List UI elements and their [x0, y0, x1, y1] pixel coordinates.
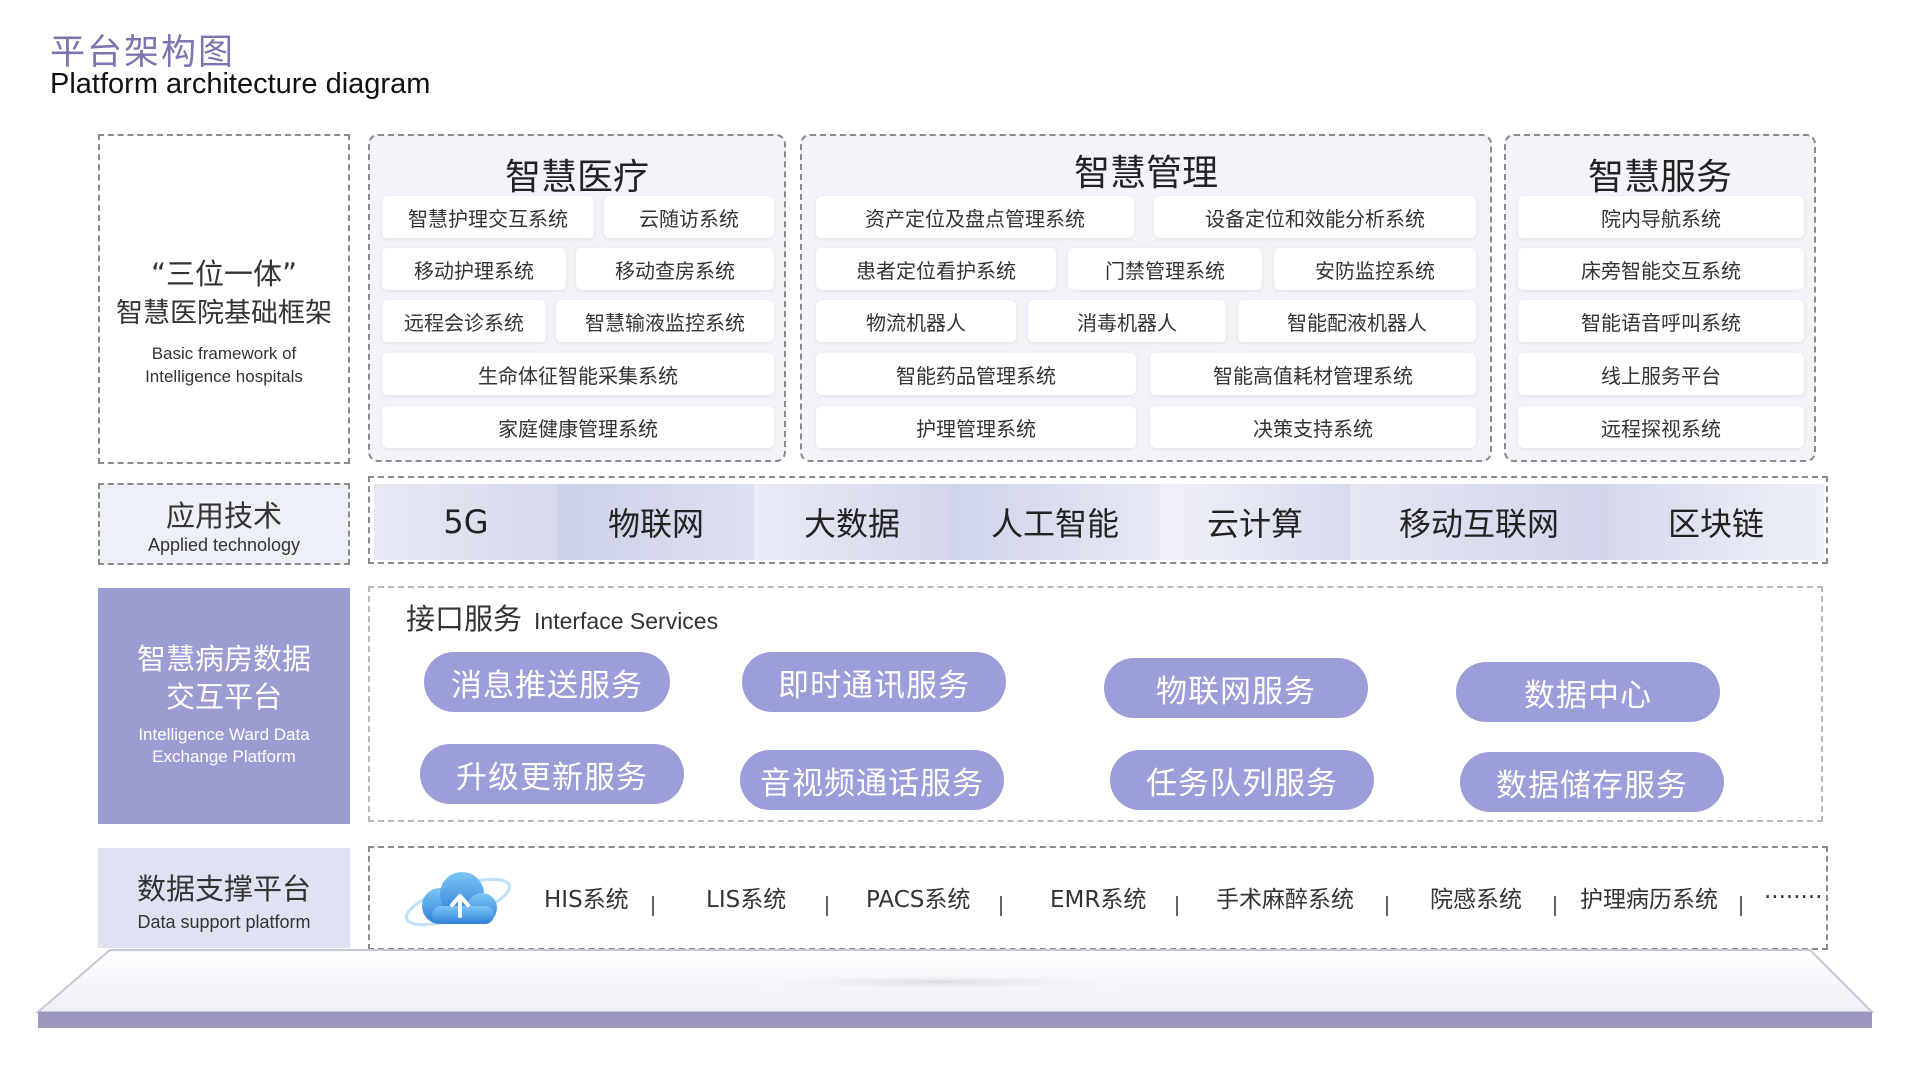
- tech-item: 区块链: [1608, 484, 1824, 560]
- data-system-item: EMR系统: [1050, 887, 1147, 913]
- smart-service-title: 智慧服务: [1587, 157, 1732, 198]
- separator: [1176, 896, 1178, 916]
- data-system-item: 手术麻醉系统: [1216, 887, 1354, 913]
- data-system-item: PACS系统: [866, 887, 971, 913]
- ward-label-en-line2: Exchange Platform: [152, 747, 296, 766]
- service-item: 线上服务平台: [1518, 353, 1804, 395]
- management-item: 门禁管理系统: [1068, 248, 1262, 290]
- data-system-item: 院感系统: [1430, 887, 1522, 913]
- medical-item: 移动查房系统: [576, 248, 774, 290]
- tech-item: 云计算: [1160, 484, 1350, 560]
- smart-medical-panel: 智慧医疗 智慧护理交互系统 云随访系统 移动护理系统 移动查房系统 远程会诊系统…: [368, 134, 786, 462]
- ward-label-en-line1: Intelligence Ward Data: [138, 725, 310, 744]
- separator: [1554, 896, 1556, 916]
- page-subtitle: Platform architecture diagram: [50, 68, 431, 100]
- smart-medical-title: 智慧医疗: [504, 157, 649, 198]
- framework-en-line1: Basic framework of: [151, 344, 297, 363]
- separator: [826, 896, 828, 916]
- interface-title: 接口服务 Interface Services: [406, 596, 718, 638]
- ward-label-cn-line2: 交互平台: [165, 680, 282, 714]
- framework-quote-title: “三位一体”: [150, 257, 298, 291]
- medical-item: 智慧护理交互系统: [382, 196, 594, 238]
- smart-management-title: 智慧管理: [1073, 153, 1218, 194]
- ward-label-cn: 智慧病房数据 交互平台: [98, 640, 350, 716]
- tech-item: 大数据: [754, 484, 950, 560]
- tech-label-cn: 应用技术: [165, 499, 282, 533]
- service-item: 远程探视系统: [1518, 406, 1804, 448]
- management-item: 护理管理系统: [816, 406, 1136, 448]
- framework-en-line2: Intelligence hospitals: [145, 367, 303, 386]
- ward-platform-label: 智慧病房数据 交互平台 Intelligence Ward Data Excha…: [98, 588, 350, 824]
- base-platform: [35, 949, 1875, 1028]
- separator: [1000, 896, 1002, 916]
- data-label-cn: 数据支撑平台: [136, 872, 311, 906]
- data-system-item: 护理病历系统: [1580, 887, 1718, 913]
- data-system-item: HIS系统: [544, 887, 629, 913]
- page-title: 平台架构图: [50, 33, 236, 73]
- medical-item: 移动护理系统: [382, 248, 566, 290]
- management-item: 智能配液机器人: [1238, 300, 1476, 342]
- data-label-en: Data support platform: [137, 912, 311, 932]
- service-pill: 即时通讯服务: [742, 652, 1006, 712]
- service-pill: 数据中心: [1456, 662, 1720, 722]
- separator: [652, 896, 654, 916]
- tech-item: 物联网: [558, 484, 754, 560]
- service-pill: 任务队列服务: [1110, 750, 1374, 810]
- management-item: 智能高值耗材管理系统: [1150, 353, 1476, 395]
- interface-title-cn: 接口服务: [406, 602, 523, 636]
- tech-item: 人工智能: [950, 484, 1160, 560]
- service-pill: 物联网服务: [1104, 658, 1368, 718]
- ward-label-cn-line1: 智慧病房数据: [136, 642, 311, 676]
- service-pill: 升级更新服务: [420, 744, 684, 804]
- data-support-label: 数据支撑平台 Data support platform: [98, 848, 350, 948]
- management-item: 物流机器人: [816, 300, 1016, 342]
- management-item: 设备定位和效能分析系统: [1154, 196, 1476, 238]
- smart-management-panel: 智慧管理 资产定位及盘点管理系统 设备定位和效能分析系统 患者定位看护系统 门禁…: [800, 134, 1492, 462]
- service-item: 智能语音呼叫系统: [1518, 300, 1804, 342]
- service-item: 床旁智能交互系统: [1518, 248, 1804, 290]
- data-systems-row: HIS系统 LIS系统 PACS系统 EMR系统 手术麻醉系统 院感系统 护理病…: [368, 846, 1828, 950]
- service-item: 院内导航系统: [1518, 196, 1804, 238]
- management-item: 消毒机器人: [1028, 300, 1226, 342]
- tech-item: 5G: [374, 484, 558, 560]
- interface-title-en: Interface Services: [534, 608, 719, 634]
- medical-item: 远程会诊系统: [382, 300, 546, 342]
- medical-item: 智慧输液监控系统: [556, 300, 774, 342]
- service-pill: 数据储存服务: [1460, 752, 1724, 812]
- management-item: 智能药品管理系统: [816, 353, 1136, 395]
- separator: [1740, 896, 1742, 916]
- interface-services-box: 接口服务 Interface Services 消息推送服务 即时通讯服务 物联网…: [368, 586, 1823, 822]
- medical-item: 家庭健康管理系统: [382, 406, 774, 448]
- framework-box: “三位一体” 智慧医院基础框架 Basic framework of Intel…: [98, 134, 350, 464]
- medical-item: 云随访系统: [604, 196, 774, 238]
- service-pill: 音视频通话服务: [740, 750, 1004, 810]
- tech-row: 5G 物联网 大数据 人工智能 云计算 移动互联网 区块链: [368, 476, 1828, 564]
- separator: [1386, 896, 1388, 916]
- framework-subtitle: 智慧医院基础框架: [116, 298, 332, 329]
- management-item: 患者定位看护系统: [816, 248, 1056, 290]
- framework-en: Basic framework of Intelligence hospital…: [110, 342, 338, 388]
- service-pill: 消息推送服务: [424, 652, 670, 712]
- tech-item: 移动互联网: [1350, 484, 1608, 560]
- management-item: 安防监控系统: [1274, 248, 1476, 290]
- data-system-item: LIS系统: [706, 887, 787, 913]
- tech-label-en: Applied technology: [147, 535, 301, 555]
- smart-service-panel: 智慧服务 院内导航系统 床旁智能交互系统 智能语音呼叫系统 线上服务平台 远程探…: [1504, 134, 1816, 462]
- tech-label: 应用技术 Applied technology: [98, 483, 350, 565]
- management-item: 资产定位及盘点管理系统: [816, 196, 1134, 238]
- medical-item: 生命体征智能采集系统: [382, 353, 774, 395]
- cloud-upload-icon: [404, 872, 512, 927]
- data-system-ellipsis: ........: [1764, 878, 1823, 904]
- ward-label-en: Intelligence Ward Data Exchange Platform: [98, 724, 350, 768]
- management-item: 决策支持系统: [1150, 406, 1476, 448]
